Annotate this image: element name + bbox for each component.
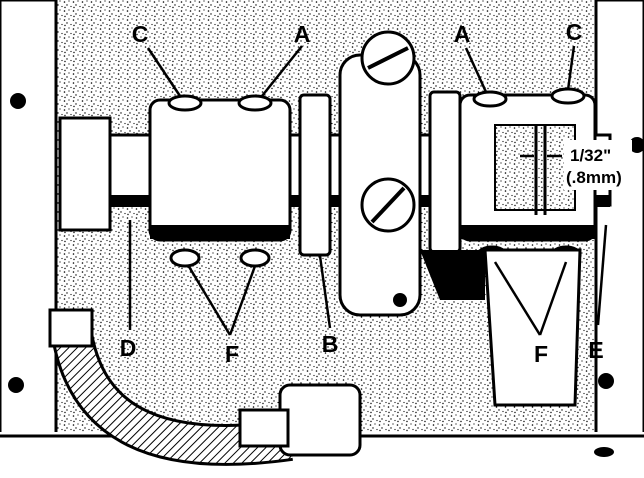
label-c-left: C — [132, 21, 149, 47]
label-f-right: F — [534, 341, 548, 367]
label-a-right: A — [454, 21, 471, 47]
label-e: E — [588, 337, 603, 363]
clearance-mm-label: (.8mm) — [566, 168, 622, 187]
ball-joint — [338, 30, 422, 317]
label-f-left: F — [225, 341, 239, 367]
label-d: D — [120, 335, 137, 361]
callout-labels: C A A C D F B F E — [120, 19, 604, 367]
clearance-dimension: 1/32" (.8mm) — [564, 140, 632, 190]
left-clamp — [148, 94, 292, 268]
label-a-left: A — [294, 21, 311, 47]
hose — [48, 308, 362, 466]
clearance-inch-label: 1/32" — [570, 146, 611, 165]
frame-bolts — [8, 93, 644, 457]
leader-lines — [128, 45, 608, 336]
label-c-right: C — [566, 19, 583, 45]
adjuster-sleeve — [298, 93, 332, 257]
label-b: B — [322, 331, 339, 357]
